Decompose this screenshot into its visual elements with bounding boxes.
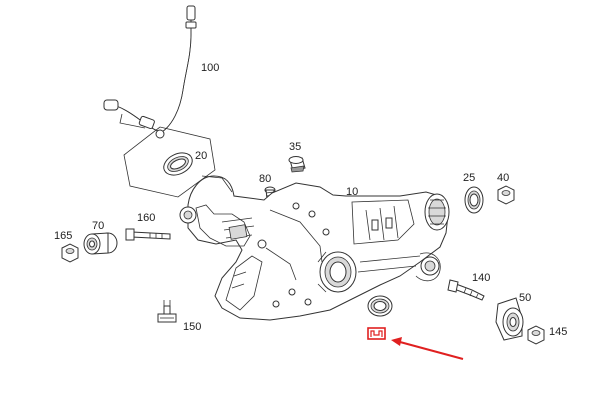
callout-25: 25 [463, 172, 475, 184]
callout-10: 10 [346, 186, 358, 198]
callout-160: 160 [137, 212, 155, 224]
callout-70: 70 [92, 220, 104, 232]
part-150-bolt[interactable] [157, 300, 177, 323]
highlighted-part-marker[interactable] [367, 327, 386, 340]
part-35-plug[interactable] [288, 156, 306, 173]
part-160-bolt[interactable] [125, 228, 171, 241]
part-70-rubber-mount[interactable] [83, 232, 118, 255]
part-165-nut[interactable] [61, 243, 79, 263]
part-140-bolt[interactable] [447, 279, 485, 301]
highlight-arrow [391, 337, 464, 360]
part-145-nut[interactable] [527, 325, 545, 345]
callout-140: 140 [472, 272, 490, 284]
part-20-o-ring[interactable] [123, 126, 216, 198]
part-10-differential-housing[interactable] [179, 175, 450, 321]
callout-165: 165 [54, 230, 72, 242]
callout-35: 35 [289, 141, 301, 153]
callout-100: 100 [201, 62, 219, 74]
part-100-breather-hose[interactable] [103, 5, 197, 139]
callout-145: 145 [549, 326, 567, 338]
shaft-seal[interactable] [367, 295, 393, 317]
part-25-seal-ring[interactable] [464, 186, 484, 214]
callout-40: 40 [497, 172, 509, 184]
callout-20: 20 [195, 150, 207, 162]
callout-80: 80 [259, 173, 271, 185]
callout-50: 50 [519, 292, 531, 304]
callout-150: 150 [183, 321, 201, 333]
part-40-nut[interactable] [497, 185, 515, 205]
part-50-rubber-mount[interactable] [495, 297, 524, 341]
